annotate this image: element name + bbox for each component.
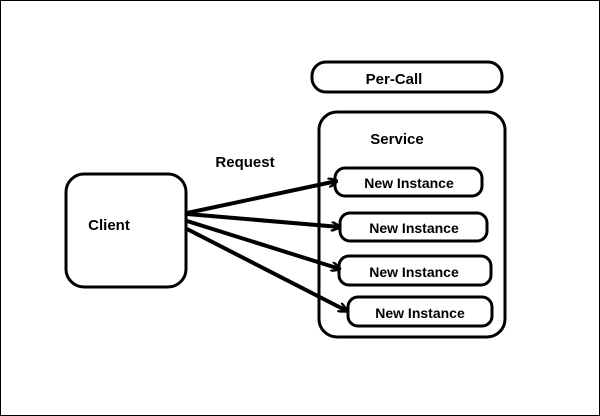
instance-box-1: New Instance <box>333 166 484 198</box>
request-label: Request <box>215 154 274 171</box>
per-call-box-outline <box>310 60 504 94</box>
request-arrow-3 <box>186 219 340 269</box>
request-arrow-2 <box>186 212 340 227</box>
request-arrow-1 <box>186 181 337 215</box>
client-box-outline <box>64 172 188 289</box>
instance-box-3: New Instance <box>337 254 493 287</box>
instance-label: New Instance <box>364 175 454 191</box>
request-arrow-4 <box>186 227 347 313</box>
instance-label: New Instance <box>375 305 465 321</box>
service-label: Service <box>370 131 423 148</box>
per-call-label: Per-Call <box>366 71 423 88</box>
instance-box-4: New Instance <box>346 295 494 328</box>
client-label: Client <box>88 217 130 234</box>
per-call-box: Per-Call <box>310 60 504 94</box>
instance-box-2: New Instance <box>338 211 489 243</box>
instance-label: New Instance <box>369 264 459 280</box>
client-box: Client <box>64 172 188 289</box>
instance-label: New Instance <box>369 220 459 236</box>
